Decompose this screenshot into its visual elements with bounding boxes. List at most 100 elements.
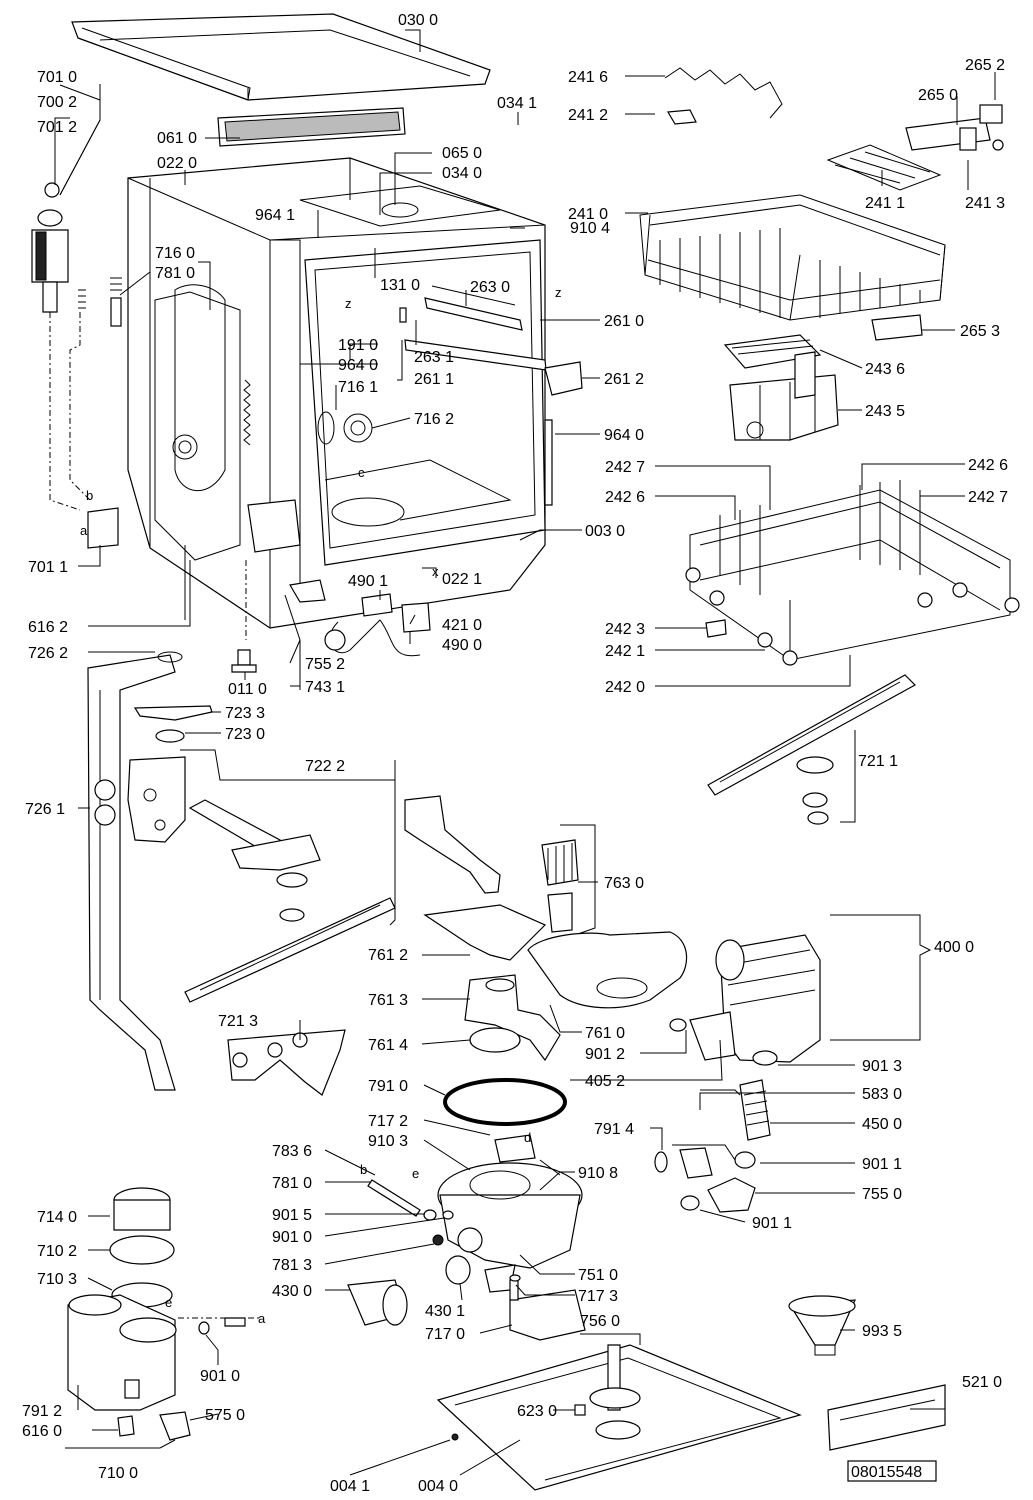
letter-c: c [358,465,365,480]
part-label-030-0: 030 0 [398,12,438,29]
part-label-791-4: 791 4 [594,1121,634,1138]
part-label-400-0: 400 0 [934,939,974,956]
part-label-964-0: 964 0 [338,357,378,374]
water-softener [67,1187,260,1441]
sump-assembly [437,1134,583,1293]
upper-spray-manifold [127,749,396,1003]
letter-d: d [524,1130,531,1145]
part-label-993-5: 993 5 [862,1323,902,1340]
part-label-714-0: 714 0 [37,1209,77,1226]
part-label-791-2: 791 2 [22,1403,62,1420]
part-label-430-0: 430 0 [272,1283,312,1300]
electrical-parts [324,593,431,657]
part-label-901-5: 901 5 [272,1207,312,1224]
part-label-783-6: 783 6 [272,1143,312,1160]
part-label-781-3: 781 3 [272,1257,312,1274]
part-label-721-1: 721 1 [858,753,898,770]
part-label-242-6-right: 242 6 [968,457,1008,474]
part-label-242-1: 242 1 [605,643,645,660]
upper-basket [639,194,946,321]
part-label-726-2: 726 2 [28,645,68,662]
letter-z-right: z [555,285,562,300]
letter-a-lower: a [258,1311,266,1326]
part-label-263-1: 263 1 [414,349,454,366]
insulation-part [217,107,406,147]
part-label-755-2: 755 2 [305,656,345,673]
part-label-721-3: 721 3 [218,1013,258,1030]
part-label-004-0: 004 0 [418,1478,458,1495]
part-label-265-3: 265 3 [960,323,1000,340]
letter-b-lower: b [360,1162,367,1177]
part-label-583-0: 583 0 [862,1086,902,1103]
part-label-901-1-upper: 901 1 [862,1156,902,1173]
part-label-241-3: 241 3 [965,195,1005,212]
part-label-003-0: 003 0 [585,523,625,540]
part-label-781-0-lower: 781 0 [272,1175,312,1192]
part-label-723-3: 723 3 [225,705,265,722]
part-label-242-7-left: 242 7 [605,459,645,476]
drawing-number: 08015548 [851,1464,922,1481]
part-label-964-0-right: 964 0 [604,427,644,444]
part-label-717-2: 717 2 [368,1113,408,1130]
part-label-421-0: 421 0 [442,617,482,634]
part-label-716-0: 716 0 [155,245,195,262]
letter-x: x [432,564,439,579]
part-label-131-0: 131 0 [380,277,420,294]
letter-a-left: a [80,523,88,538]
part-label-716-2: 716 2 [414,411,454,428]
filter-assembly [527,824,688,1009]
part-label-450-0: 450 0 [862,1116,902,1133]
part-label-034-0: 034 0 [442,165,482,182]
part-label-241-2: 241 2 [568,107,608,124]
gasket-ring [443,1078,567,1126]
part-label-723-0: 723 0 [225,726,265,743]
part-label-405-2: 405 2 [585,1073,625,1090]
letter-z-left: z [345,296,352,311]
part-label-061-0: 061 0 [157,130,197,147]
part-label-242-6-left: 242 6 [605,489,645,506]
part-label-726-1: 726 1 [25,801,65,818]
part-label-901-0-lower: 901 0 [200,1368,240,1385]
connection-letters: z z c x b a d e b e a [80,285,562,1326]
aquastop-hose [31,84,122,549]
part-label-022-0: 022 0 [157,155,197,172]
part-label-034-1: 034 1 [497,95,537,112]
part-label-011-0: 011 0 [228,681,267,698]
part-label-761-0: 761 0 [585,1025,625,1042]
part-label-430-1: 430 1 [425,1303,465,1320]
part-label-700-2: 700 2 [37,94,77,111]
lower-basket [685,480,1020,666]
part-label-243-6: 243 6 [865,361,905,378]
part-label-241-6: 241 6 [568,69,608,86]
part-label-717-0: 717 0 [425,1326,465,1343]
part-label-717-3: 717 3 [578,1288,618,1305]
part-label-910-8: 910 8 [578,1165,618,1182]
parts-drawing [31,13,1020,1491]
part-label-761-3: 761 3 [368,992,408,1009]
part-label-261-2: 261 2 [604,371,644,388]
part-label-901-3: 901 3 [862,1058,902,1075]
part-label-242-0: 242 0 [605,679,645,696]
part-label-710-2: 710 2 [37,1243,77,1260]
part-label-716-1: 716 1 [338,379,378,396]
part-label-710-0: 710 0 [98,1465,138,1482]
worktop-part [71,13,491,101]
spray-tube [87,651,183,1091]
part-label-265-0: 265 0 [918,87,958,104]
part-label-022-1: 022 1 [442,571,482,588]
part-label-751-0: 751 0 [578,1267,618,1284]
part-label-241-1: 241 1 [865,195,905,212]
part-label-763-0: 763 0 [604,875,644,892]
part-labels: 030 0 701 0 700 2 701 2 061 0 022 0 034 … [22,12,1008,1495]
part-label-243-5: 243 5 [865,403,905,420]
part-label-701-0: 701 0 [37,69,77,86]
part-label-910-3: 910 3 [368,1133,408,1150]
part-label-910-4: 910 4 [570,220,610,237]
part-label-242-7-right: 242 7 [968,489,1008,506]
part-label-623-0: 623 0 [517,1403,557,1420]
part-label-265-2: 265 2 [965,57,1005,74]
part-label-781-0: 781 0 [155,265,195,282]
part-label-901-1-lower: 901 1 [752,1215,792,1232]
part-label-761-4: 761 4 [368,1037,408,1054]
